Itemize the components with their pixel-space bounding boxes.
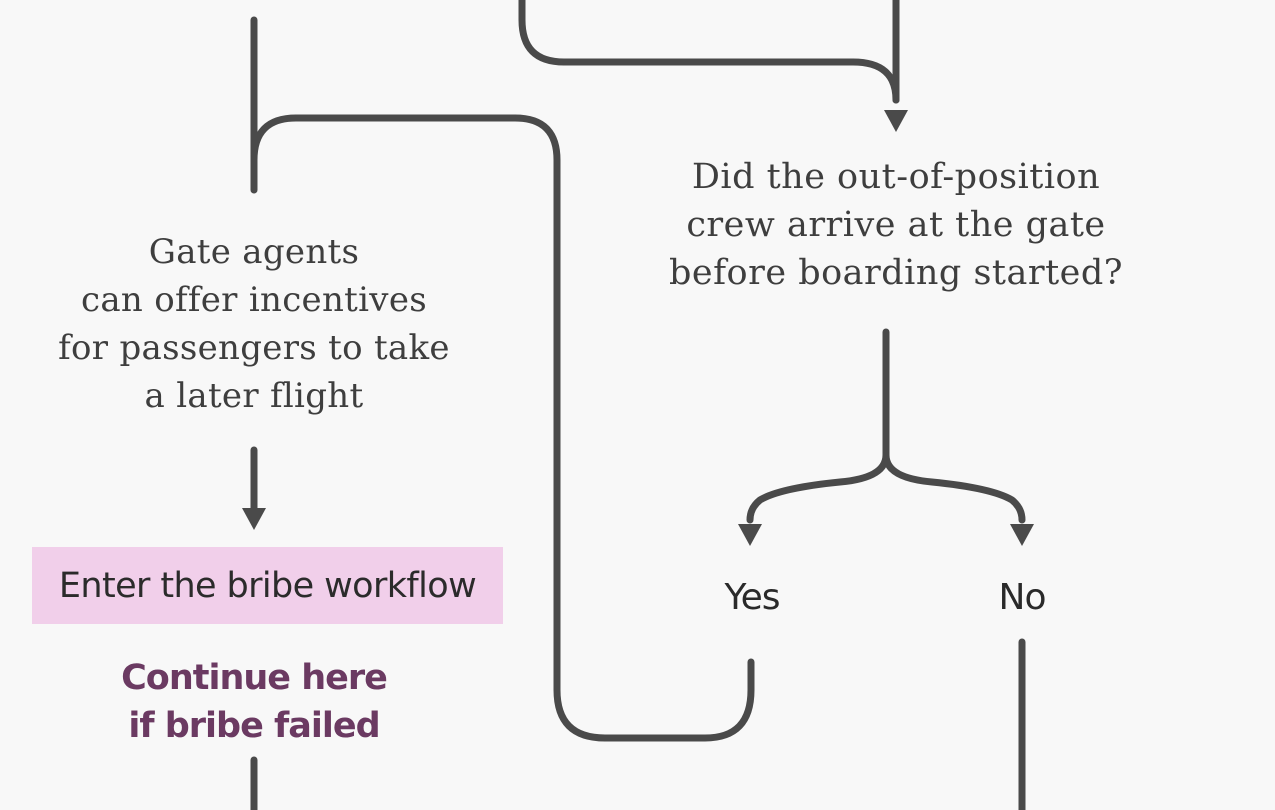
node-continue-line: Continue here (121, 658, 388, 698)
node-gate-agents-line: for passengers to take (58, 328, 450, 368)
node-gate-agents-line: a later flight (144, 376, 364, 416)
arrowhead-no (1010, 524, 1034, 546)
node-continue-if-bribe-failed: Continue here if bribe failed (54, 654, 454, 750)
node-continue-line: if bribe failed (128, 706, 380, 746)
node-gate-agents-line: can offer incentives (81, 280, 427, 320)
node-bribe-workflow-label: Enter the bribe workflow (58, 565, 477, 606)
node-crew-question-line: crew arrive at the gate (686, 205, 1106, 245)
connector-split-yes (746, 451, 890, 524)
node-crew-question-line: Did the out-of-position (691, 157, 1101, 197)
arrowhead-question (884, 110, 908, 132)
arrowhead-bribe (242, 508, 266, 530)
node-gate-agents: Gate agents can offer incentives for pas… (40, 228, 468, 420)
answer-no-label: No (998, 577, 1047, 618)
connector-top-merge (518, 0, 900, 104)
node-crew-question-line: before boarding started? (668, 253, 1124, 293)
node-bribe-workflow: Enter the bribe workflow (32, 547, 503, 624)
arrowhead-yes (738, 524, 762, 546)
node-gate-agents-line: Gate agents (148, 232, 360, 272)
connector-yes-loop (250, 114, 755, 742)
answer-yes-label: Yes (724, 577, 780, 618)
node-crew-question: Did the out-of-position crew arrive at t… (640, 153, 1152, 297)
connector-split-no (882, 451, 1026, 524)
